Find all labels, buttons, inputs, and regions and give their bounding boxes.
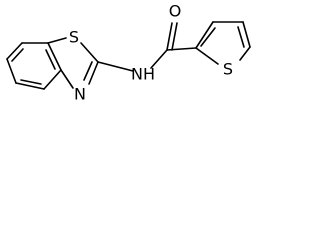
thiophene-ring: [195, 21, 251, 65]
bond-c2-nh: [97, 61, 134, 72]
bond-benzene-1: [6, 42, 23, 60]
amide-linkage: [97, 22, 197, 72]
bond-thiophene-1: [195, 21, 214, 49]
bond-n-c-thiazole: [60, 69, 74, 89]
bond-benzene-double-2: [20, 79, 42, 85]
amide-nh-label: NH: [131, 65, 155, 84]
bond-c2-n-thiazole: [88, 61, 99, 85]
benzothiazolyl-thiophenecarboxamide-structure: O S N NH S: [6, 2, 251, 104]
bond-benzene-double-3: [45, 49, 56, 70]
benzene-ring: [6, 42, 62, 90]
thiazole-nitrogen-label: N: [74, 85, 86, 104]
bond-nh-carbonyl: [150, 49, 168, 69]
bond-benzene-double-1: [11, 48, 24, 62]
bond-carbonyl-o-2: [171, 22, 178, 51]
bond-thiophene-1-double: [200, 27, 216, 47]
bond-benzene-3: [15, 82, 45, 90]
bond-thiophene-5: [195, 47, 219, 65]
bond-c-s-thiazole: [47, 37, 67, 44]
bond-thiophene-3: [242, 21, 251, 48]
bond-thiophene-4: [239, 46, 251, 61]
bond-carbonyl-thiophene: [166, 47, 197, 51]
bond-ring-fusion: [47, 42, 62, 71]
thiazole-ring: [47, 37, 99, 89]
bond-carbonyl-o-1: [166, 22, 173, 51]
bond-benzene-4: [43, 69, 62, 90]
bond-s-c2-thiazole: [80, 42, 99, 63]
bond-benzene-2: [6, 58, 17, 84]
oxygen-atom-label: O: [169, 2, 182, 21]
thiophene-sulfur-label: S: [223, 60, 233, 79]
bond-c2-n-double: [83, 61, 93, 81]
bond-thiophene-3-double: [237, 26, 245, 48]
thiazole-sulfur-label: S: [69, 28, 79, 47]
